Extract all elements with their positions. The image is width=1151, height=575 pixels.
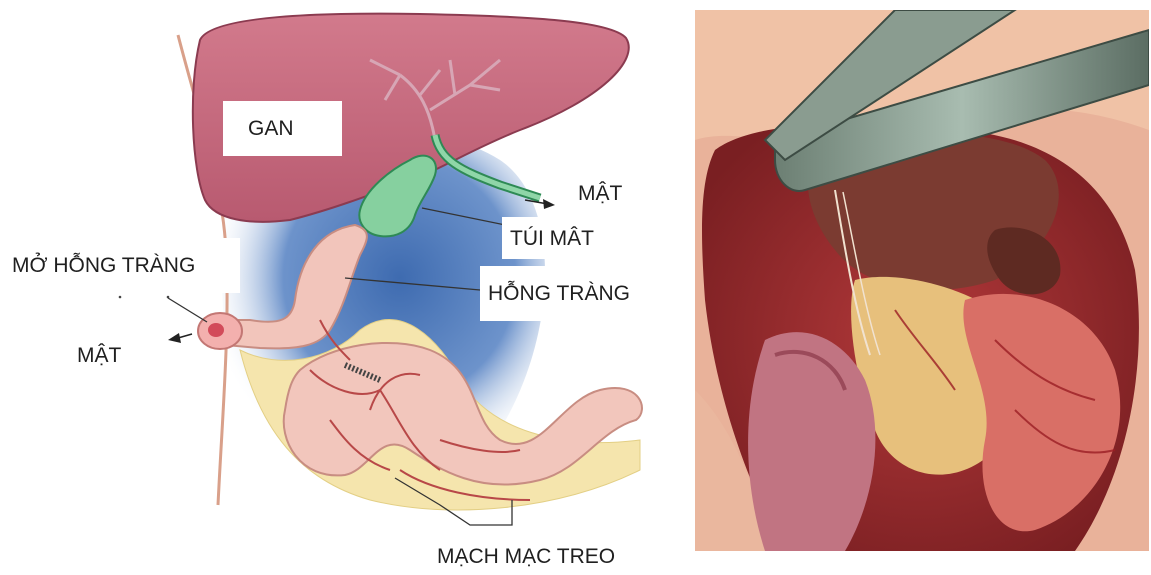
label-liver: GAN (223, 101, 342, 156)
surgical-photo-image (695, 10, 1149, 551)
stoma-pointer (168, 298, 207, 322)
label-jejunostomy: MỞ HỖNG TRÀNG (0, 238, 240, 293)
label-jejunum: HỖNG TRÀNG (480, 266, 638, 321)
label-bile-left: MẬT (77, 345, 121, 366)
label-mesenteric-vessels: MẠCH MẠC TREO (437, 546, 615, 567)
label-gallbladder: TÚI MÂT (502, 217, 602, 259)
surgical-photo (695, 10, 1149, 551)
arrow-left-icon (168, 333, 192, 343)
anatomy-diagram: GAN MẬT TÚI MÂT HỖNG TRÀNG MỞ HỖNG TRÀNG… (0, 0, 690, 575)
label-bile-right: MẬT (578, 183, 622, 204)
